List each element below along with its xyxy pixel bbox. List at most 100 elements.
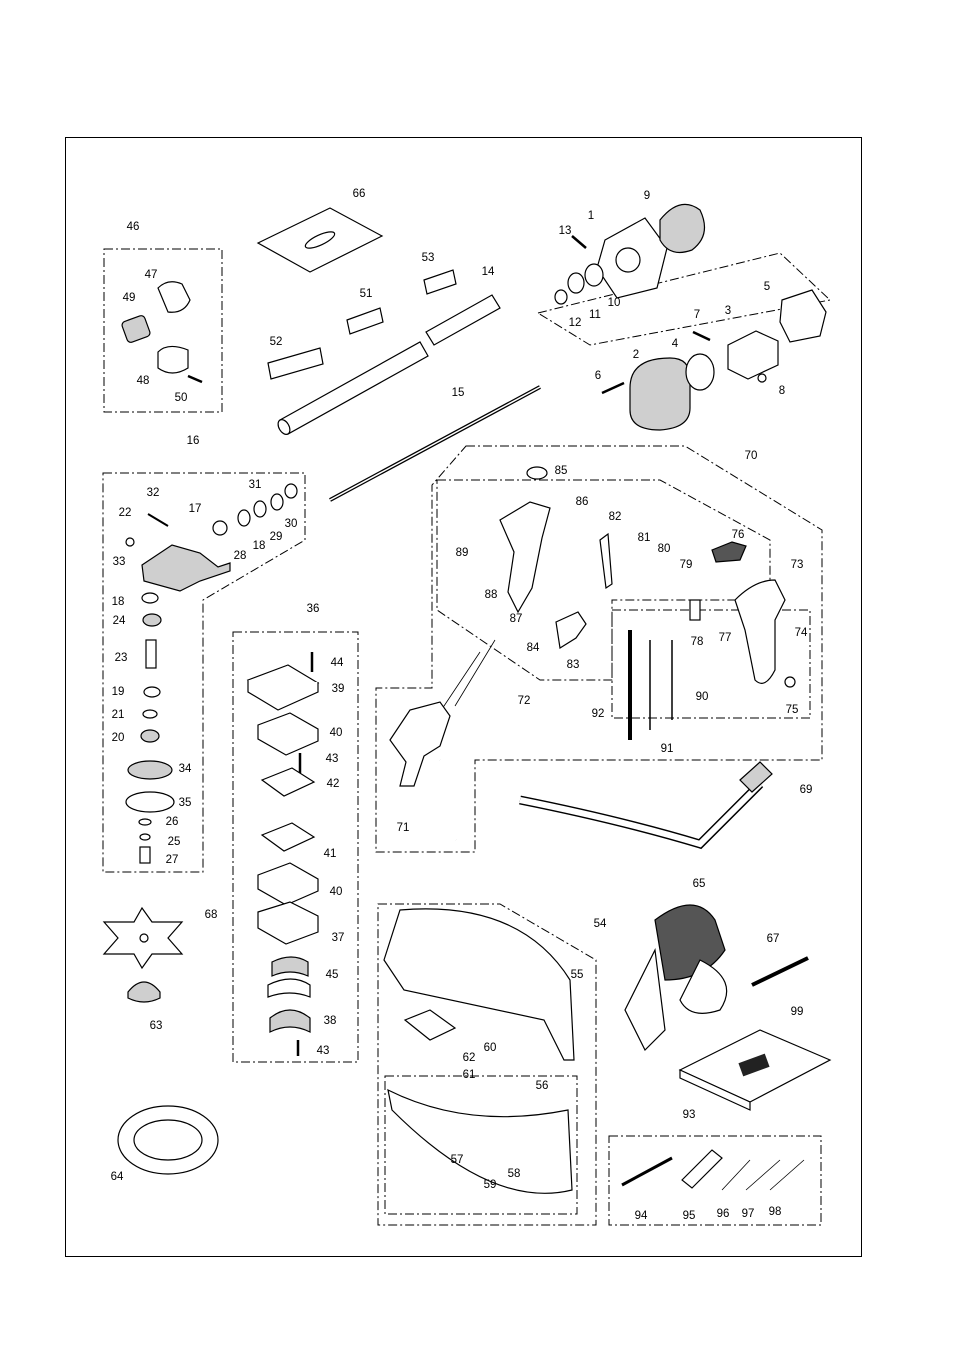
cup-part-63: [127, 981, 161, 1003]
part-label: 50: [175, 392, 188, 404]
part-label: 13: [559, 225, 572, 237]
bushing-part-4: [685, 353, 715, 391]
part-label: 12: [569, 317, 582, 329]
plate-part-60: [403, 1009, 457, 1041]
part-label: 52: [270, 336, 283, 348]
clamp-part-48: [157, 345, 189, 374]
part-label: 99: [791, 1006, 804, 1018]
part-label: 5: [764, 281, 770, 293]
part-label: 55: [571, 969, 584, 981]
clamp-part-40: [257, 712, 319, 756]
group-box-54: [377, 903, 597, 1226]
part-label: 38: [324, 1015, 337, 1027]
part-label: 1: [588, 210, 594, 222]
part-label: 16: [187, 435, 200, 447]
part-label: 30: [285, 518, 298, 530]
ring-part-12: [554, 289, 568, 305]
part-label: 26: [166, 816, 179, 828]
part-label: 79: [680, 559, 693, 571]
coupling-part-5: [779, 289, 827, 343]
group-box-70: [375, 445, 823, 853]
part-label: 7: [694, 309, 700, 321]
part-label: 33: [113, 556, 126, 568]
part-label: 17: [189, 503, 202, 515]
part-label: 44: [331, 657, 344, 669]
part-label: 88: [485, 589, 498, 601]
part-label: 19: [112, 686, 125, 698]
part-label: 40: [330, 727, 343, 739]
part-label: 93: [683, 1109, 696, 1121]
cap-part-85: [526, 466, 548, 480]
part-label: 31: [249, 479, 262, 491]
part-label: 23: [115, 652, 128, 664]
part-label: 66: [353, 188, 366, 200]
part-label: 82: [609, 511, 622, 523]
part-label: 58: [508, 1168, 521, 1180]
washer-part-10: [584, 263, 604, 287]
part-label: 42: [327, 778, 340, 790]
part-label: 76: [732, 529, 745, 541]
clutch-drum-part-9: [659, 203, 706, 253]
part-label: 69: [800, 784, 813, 796]
part-label: 49: [123, 292, 136, 304]
shaft-part-23: [145, 639, 157, 669]
part-label: 59: [484, 1179, 497, 1191]
part-label: 8: [779, 385, 785, 397]
part-label: 9: [644, 190, 650, 202]
part-labels: 1 2 3 4 5 6 7 8 9 10 11 12 13 14 15 16 1…: [111, 188, 813, 1222]
group-box-46: [103, 248, 223, 413]
housing-part-2: [629, 357, 691, 431]
clamp-part-41: [260, 822, 316, 852]
plate-part-79: [689, 599, 701, 621]
liner-part-45: [271, 956, 309, 977]
part-label: 37: [332, 932, 345, 944]
sleeve-part-53: [423, 269, 457, 295]
part-label: 24: [113, 615, 126, 627]
part-label: 34: [179, 763, 192, 775]
part-label: 35: [179, 797, 192, 809]
part-label: 22: [119, 507, 132, 519]
diagram-frame: [65, 137, 862, 1257]
part-label: 65: [693, 878, 706, 890]
clamp-part-42: [260, 767, 316, 797]
guard-part-57: [387, 1088, 573, 1194]
part-label: 6: [595, 370, 601, 382]
group-box-control: [611, 609, 811, 719]
part-label: 62: [463, 1052, 476, 1064]
part-label: 90: [696, 691, 709, 703]
clamp-part-40b: [257, 862, 319, 906]
part-label: 81: [638, 532, 651, 544]
part-label: 63: [150, 1020, 163, 1032]
part-label: 74: [795, 627, 808, 639]
part-label: 83: [567, 659, 580, 671]
part-label: 78: [691, 636, 704, 648]
part-label: 60: [484, 1042, 497, 1054]
part-label: 39: [332, 683, 345, 695]
part-label: 11: [589, 309, 601, 321]
part-label: 36: [307, 603, 320, 615]
part-label: 14: [482, 266, 495, 278]
part-label: 86: [576, 496, 589, 508]
handle-part-71: [389, 701, 451, 787]
clamp-part-38: [269, 1009, 311, 1033]
part-label: 10: [608, 297, 621, 309]
group-box-93: [608, 1135, 822, 1226]
handle-part-87: [499, 501, 551, 614]
part-label: 57: [451, 1154, 464, 1166]
cup-part-34: [127, 760, 173, 780]
part-label: 47: [145, 269, 158, 281]
group-box-gearcase: [536, 252, 832, 346]
handle-part-74: [734, 579, 786, 684]
part-label: 4: [672, 338, 679, 350]
part-label: 68: [205, 909, 218, 921]
clamp-part-47: [157, 281, 191, 313]
lever-part-76: [711, 541, 747, 563]
part-label: 77: [719, 632, 732, 644]
washer-part-35: [125, 791, 175, 813]
part-label: 89: [456, 547, 469, 559]
part-label: 3: [725, 305, 731, 317]
part-label: 48: [137, 375, 150, 387]
part-label: 73: [791, 559, 804, 571]
coupling-part-49: [121, 315, 151, 343]
